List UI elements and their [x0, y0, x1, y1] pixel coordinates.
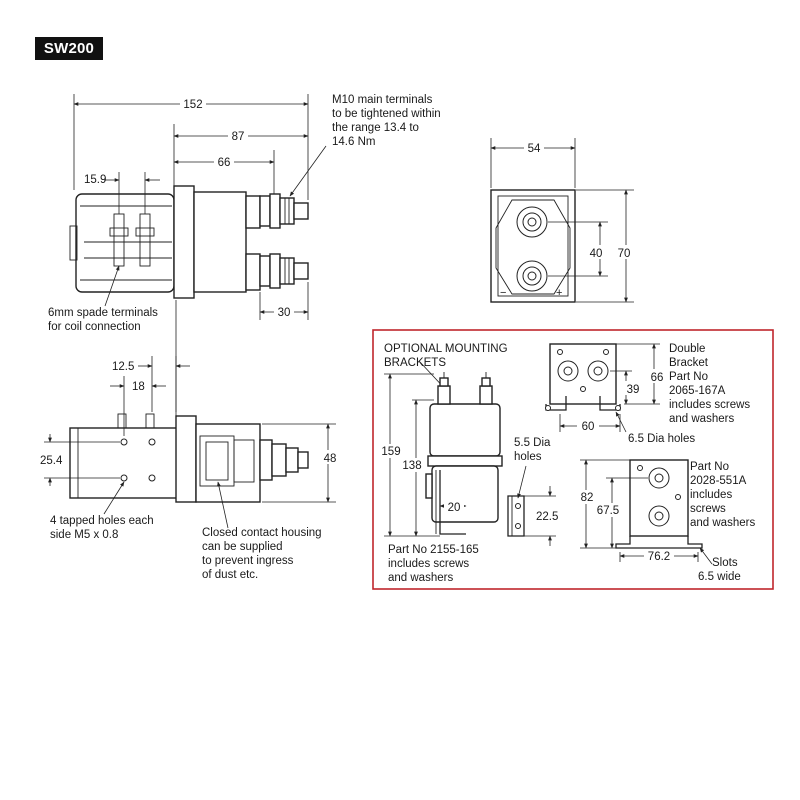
dim-end-width: 54 [528, 143, 541, 155]
note-housing-line2: can be supplied [202, 541, 283, 553]
dim-angle-hole: 67.5 [597, 505, 619, 517]
coil-cover [75, 193, 175, 293]
dim-angle-height: 82 [581, 492, 594, 504]
dim-bracket-foot: 20 [448, 502, 461, 514]
angle-bracket: 82 67.5 76.2 Slots 6.5 wide Part No 2028… [576, 459, 755, 583]
angle-label-line2: 2028-551A [690, 475, 747, 487]
brackets-heading-line2: BRACKETS [384, 357, 446, 369]
dim-hole-to-flange: 12.5 [112, 361, 134, 373]
note-holes-line1: 4 tapped holes each [50, 515, 154, 527]
end-view: − + 54 40 70 [490, 138, 636, 303]
tapped-hole [148, 438, 156, 446]
single-part-line1: Part No 2155-165 [388, 544, 479, 556]
tapped-hole [120, 474, 128, 482]
dim-bracket-overall: 159 [381, 446, 400, 458]
double-label-line1: Double [669, 343, 705, 355]
dim-terminal-spacing: 40 [590, 248, 603, 260]
dim-hole-row-spacing: 25.4 [40, 455, 63, 467]
contactor-body [193, 191, 247, 293]
dim-flange-to-end: 87 [232, 131, 245, 143]
note-m10-line2: to be tightened within [332, 108, 441, 120]
double-bracket: 66 39 60 6.5 Dia holes Double Bracket Pa… [545, 343, 750, 445]
note-m10-line3: the range 13.4 to [332, 122, 419, 134]
single-bracket-detail: 5.5 Dia holes 22.5 [507, 437, 558, 546]
dim-overall-length: 152 [183, 99, 202, 111]
top-view: 12.5 18 25.4 48 4 tapped holes each side… [40, 300, 342, 581]
note-holes-line2: side M5 x 0.8 [50, 529, 118, 541]
note-housing-line4: of dust etc. [202, 569, 258, 581]
dim-double-centre: 39 [627, 384, 640, 396]
note-spade-line1: 6mm spade terminals [48, 307, 158, 319]
dim-housing-width: 48 [324, 453, 337, 465]
dim-terminal-length: 30 [278, 307, 291, 319]
main-terminal-lower [259, 253, 309, 289]
double-hole-note: 6.5 Dia holes [628, 433, 695, 445]
note-housing-line1: Closed contact housing [202, 527, 322, 539]
hole-note-line1: 5.5 Dia [514, 437, 551, 449]
minus-mark: − [500, 287, 506, 299]
brackets-panel: OPTIONAL MOUNTING BRACKETS 159 [372, 329, 774, 590]
single-bracket-assembly: 159 138 20 Part No 2155-165 includes scr… [380, 361, 503, 584]
angle-label-line1: Part No [690, 461, 729, 473]
brackets-border [372, 329, 774, 590]
single-part-line3: and washers [388, 572, 453, 584]
dim-end-height: 70 [618, 248, 631, 260]
dim-spade-pitch: 15.9 [84, 174, 106, 186]
mounting-flange [173, 185, 195, 299]
tapped-hole [148, 474, 156, 482]
dim-hole-pitch: 18 [132, 381, 145, 393]
note-housing-line3: to prevent ingress [202, 555, 294, 567]
dim-double-height: 66 [651, 372, 664, 384]
slot-note-line2: 6.5 wide [698, 571, 741, 583]
plus-mark: + [556, 287, 562, 299]
cover-clip [69, 225, 78, 261]
angle-label-line5: and washers [690, 517, 755, 529]
angle-label-line4: screws [690, 503, 726, 515]
model-title-badge: SW200 [35, 37, 103, 60]
slot-note-line1: Slots [712, 557, 738, 569]
double-label-line6: and washers [669, 413, 734, 425]
note-spade-line2: for coil connection [48, 321, 141, 333]
main-terminal-upper [259, 193, 309, 229]
dim-double-width: 60 [582, 421, 595, 433]
note-m10-line4: 14.6 Nm [332, 136, 375, 148]
angle-label-line3: includes [690, 489, 732, 501]
dim-bracket-body: 138 [402, 460, 421, 472]
tapped-hole [120, 438, 128, 446]
dim-flange-to-terminal: 66 [218, 157, 231, 169]
brackets-heading-line1: OPTIONAL MOUNTING [384, 343, 508, 355]
top-view-flange [175, 415, 197, 503]
note-m10-line1: M10 main terminals [332, 94, 433, 106]
hole-note-line2: holes [514, 451, 542, 463]
double-label-line4: 2065-167A [669, 385, 726, 397]
double-label-line3: Part No [669, 371, 708, 383]
single-part-line2: includes screws [388, 558, 469, 570]
dim-hole-spacing: 22.5 [536, 511, 558, 523]
double-label-line5: includes screws [669, 399, 750, 411]
dim-slot-spacing: 76.2 [648, 551, 670, 563]
side-view: 152 87 66 15.9 30 M10 main terminals to … [48, 94, 441, 333]
double-label-line2: Bracket [669, 357, 709, 369]
